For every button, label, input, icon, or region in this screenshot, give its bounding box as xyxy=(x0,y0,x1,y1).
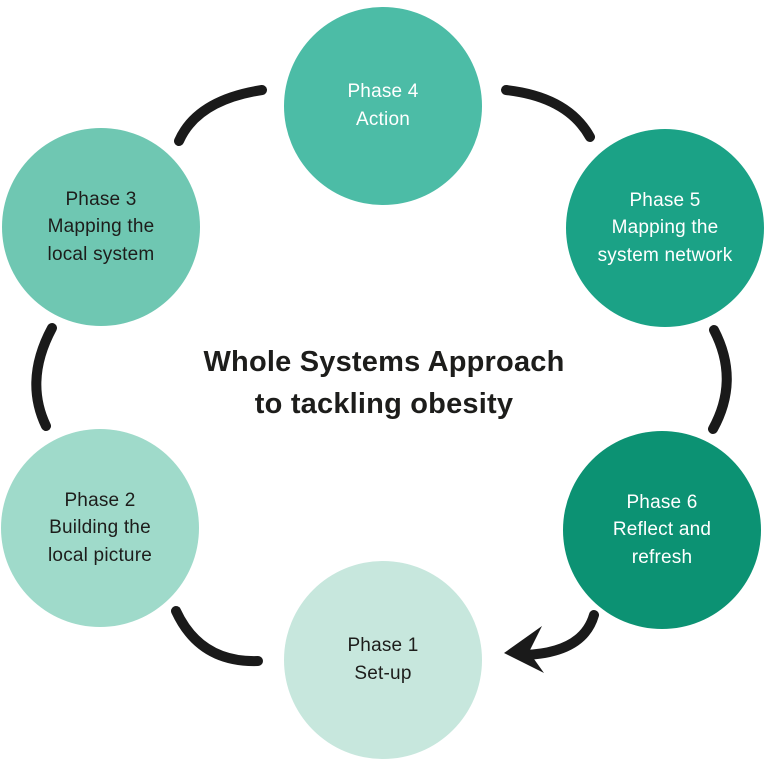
phase-1-label: Set-up xyxy=(354,663,412,684)
diagram-title: Whole Systems Approach to tackling obesi… xyxy=(0,341,768,425)
phase-4-circle: Phase 4 Action xyxy=(284,7,482,205)
phase-6-label: Reflect and refresh xyxy=(612,519,712,568)
phase-4-number: Phase 4 xyxy=(347,81,419,103)
phase-3-circle: Phase 3 Mapping the local system xyxy=(2,128,200,326)
connector-arc-phase3-phase4 xyxy=(174,85,267,146)
connector-arc-phase2-phase1 xyxy=(171,606,263,667)
phase-3-label: Mapping the local system xyxy=(47,216,155,265)
connector-arrow-tail-phase6-phase1 xyxy=(519,610,599,660)
arrowhead-icon xyxy=(504,626,544,673)
phase-6-circle: Phase 6 Reflect and refresh xyxy=(563,431,761,629)
phase-2-label: Building the local picture xyxy=(48,517,152,566)
diagram-title-line1: Whole Systems Approach xyxy=(203,346,565,378)
phase-4-label: Action xyxy=(355,109,410,130)
phase-2-number: Phase 2 xyxy=(64,489,136,511)
phase-5-circle: Phase 5 Mapping the system network xyxy=(566,129,764,327)
phase-6-number: Phase 6 xyxy=(626,491,698,513)
phase-1-circle: Phase 1 Set-up xyxy=(284,561,482,759)
phase-3-number: Phase 3 xyxy=(65,188,137,210)
phase-5-label: Mapping the system network xyxy=(597,217,733,266)
connector-arc-phase4-phase5 xyxy=(501,85,595,142)
diagram-title-line2: to tackling obesity xyxy=(254,388,514,420)
phase-2-circle: Phase 2 Building the local picture xyxy=(1,429,199,627)
phase-5-number: Phase 5 xyxy=(629,189,701,211)
phase-1-number: Phase 1 xyxy=(347,635,419,657)
